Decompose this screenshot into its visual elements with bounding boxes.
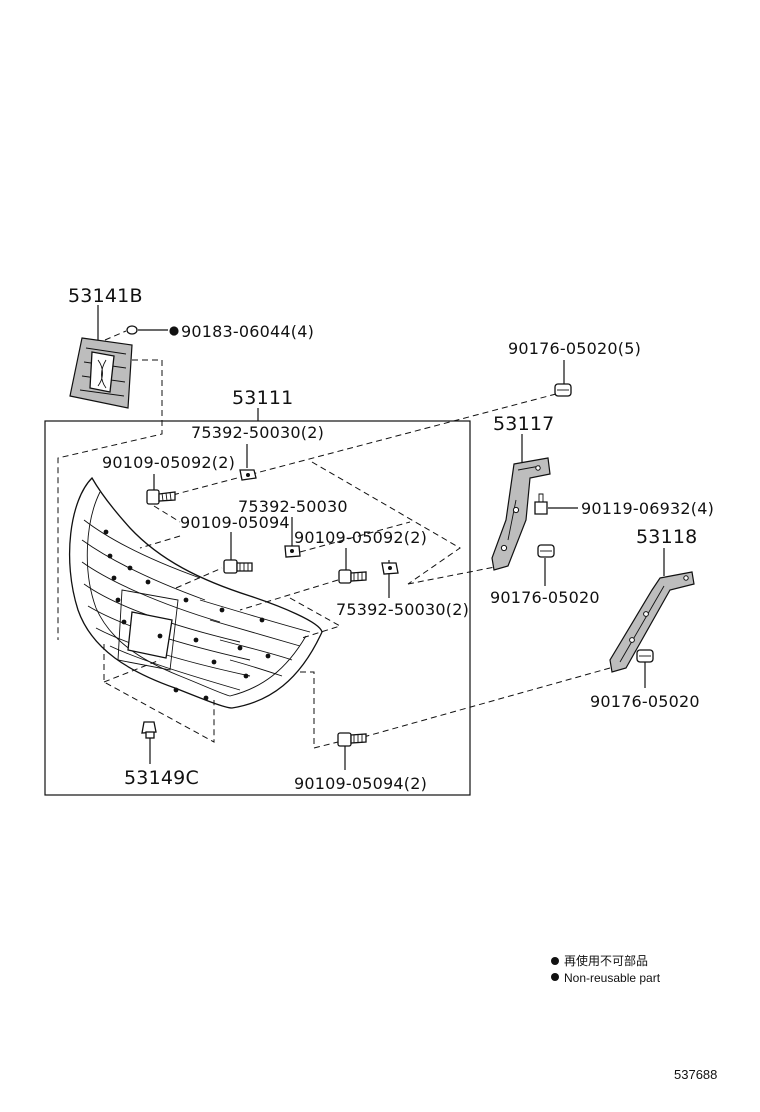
label-75392-50030-2-bottom: 75392-50030(2) xyxy=(336,600,469,619)
label-90176-05020-5: 90176-05020(5) xyxy=(508,339,641,358)
label-53111: 53111 xyxy=(232,387,293,409)
emblem-part xyxy=(69,337,133,409)
label-53141b: 53141B xyxy=(68,285,143,307)
clip-icon xyxy=(636,649,654,663)
illustration-id: 537688 xyxy=(674,1067,717,1082)
legend-dot-icon xyxy=(551,957,559,965)
grille-part xyxy=(68,476,323,709)
bracket-53118-part xyxy=(609,571,695,673)
label-90109-05092-2-left: 90109-05092(2) xyxy=(102,453,235,472)
label-90183-06044: 90183-06044(4) xyxy=(181,322,314,341)
label-90109-05092-2-mid: 90109-05092(2) xyxy=(294,528,427,547)
washer-icon xyxy=(126,325,138,335)
bolt-icon xyxy=(146,489,176,505)
label-53118: 53118 xyxy=(636,526,697,548)
bracket-53117-part xyxy=(491,457,551,571)
nut-icon xyxy=(381,562,399,575)
legend-dot-icon xyxy=(551,973,559,981)
label-53149c: 53149C xyxy=(124,767,199,789)
plate-53149c-part xyxy=(141,721,157,739)
label-75392-50030-2-top: 75392-50030(2) xyxy=(191,423,324,442)
non-reusable-dot-icon xyxy=(169,326,179,336)
label-75392-50030-single: 75392-50030 xyxy=(238,497,348,516)
label-90109-05094: 90109-05094 xyxy=(180,513,290,532)
clip-icon xyxy=(554,383,572,397)
screw-icon xyxy=(534,493,548,515)
nut-icon xyxy=(239,469,257,481)
label-90109-05094-2: 90109-05094(2) xyxy=(294,774,427,793)
clip-icon xyxy=(537,544,555,558)
label-53117: 53117 xyxy=(493,413,554,435)
label-90119-06932: 90119-06932(4) xyxy=(581,499,714,518)
label-90176-05020-53117: 90176-05020 xyxy=(490,588,600,607)
bolt-icon xyxy=(223,559,253,574)
legend-line-2: Non-reusable part xyxy=(564,971,661,985)
legend-line-1: 再使用不可部品 xyxy=(564,953,648,968)
nut-icon xyxy=(284,545,301,558)
bolt-icon xyxy=(337,732,367,747)
bolt-icon xyxy=(338,569,367,584)
label-90176-05020-53118: 90176-05020 xyxy=(590,692,700,711)
